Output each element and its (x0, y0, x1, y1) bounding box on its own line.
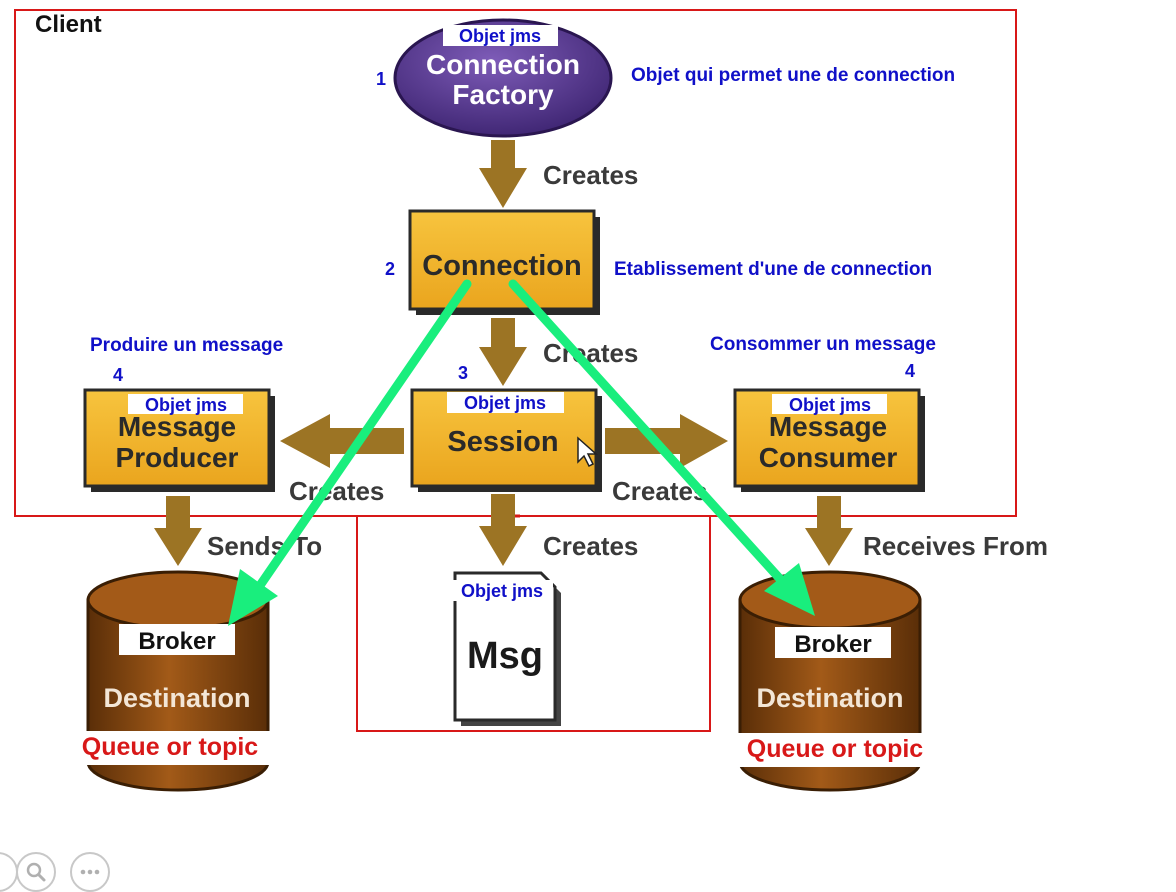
connection-note: Etablissement d'une de connection (614, 259, 932, 280)
message-producer-line1: Message (118, 411, 236, 442)
edge-label-receives-from: Receives From (863, 531, 1048, 561)
message-consumer-tag: Objet jms (789, 395, 871, 415)
message-producer-number: 4 (113, 365, 123, 385)
more-button[interactable] (70, 852, 110, 892)
back-icon: ‹ (0, 863, 1, 882)
message-consumer-note: Consommer un message (710, 334, 936, 355)
cursor-icon (577, 436, 598, 468)
message-producer-node: Objet jms Message Producer (83, 388, 275, 492)
session-node: Objet jms Session (410, 388, 602, 492)
right-broker-label: Broker (794, 631, 871, 658)
msg-tag: Objet jms (461, 581, 543, 601)
session-number: 3 (458, 363, 468, 383)
green-arrow-right (508, 279, 795, 595)
edge-label-factory-connection: Creates (543, 160, 638, 190)
connection-factory-note: Objet qui permet une de connection (631, 65, 955, 86)
connection-factory-line1: Connection (426, 49, 580, 80)
connection-factory-number: 1 (376, 69, 386, 89)
edge-labels: Creates Creates Creates Creates Creates … (207, 160, 1048, 561)
session-tag: Objet jms (464, 393, 546, 413)
green-arrow-left (245, 279, 472, 605)
left-destination-label: Destination (103, 683, 250, 713)
right-destination-label: Destination (756, 683, 903, 713)
message-consumer-line2: Consumer (759, 442, 898, 473)
msg-node: Objet jms Msg (451, 571, 561, 726)
session-label: Session (447, 426, 558, 458)
edge-label-sends-to: Sends To (207, 531, 322, 561)
arrow-connection-session (479, 318, 527, 386)
arrow-session-msg (479, 494, 527, 566)
connection-factory-tag: Objet jms (459, 26, 541, 46)
connection-factory-line2: Factory (452, 79, 554, 110)
connection-node: Connection (408, 209, 600, 315)
arrow-session-producer (280, 414, 404, 468)
message-consumer-line1: Message (769, 411, 887, 442)
message-consumer-node: Objet jms Message Consumer (733, 388, 925, 492)
edge-label-session-msg: Creates (543, 531, 638, 561)
edge-label-connection-session: Creates (543, 338, 638, 368)
message-producer-tag: Objet jms (145, 395, 227, 415)
left-destination-node: Broker Destination Queue or topic (74, 570, 274, 792)
right-destination-node: Broker Destination Queue or topic (734, 570, 934, 792)
search-icon (26, 862, 46, 882)
left-broker-label: Broker (138, 628, 215, 655)
zoom-button[interactable] (16, 852, 56, 892)
connection-label: Connection (422, 250, 582, 282)
message-consumer-number: 4 (905, 361, 915, 381)
right-destination-type: Queue or topic (747, 735, 924, 763)
message-producer-line2: Producer (116, 442, 239, 473)
arrow-factory-connection (479, 140, 527, 208)
message-flow-region (356, 516, 711, 732)
brown-arrows (154, 140, 853, 566)
arrow-producer-destination (154, 496, 202, 566)
msg-label: Msg (467, 635, 543, 677)
connection-factory-node: Objet jms Connection Factory (393, 18, 613, 138)
green-arrows (228, 279, 815, 626)
connection-number: 2 (385, 259, 395, 279)
left-destination-type: Queue or topic (82, 733, 259, 761)
arrow-session-consumer (605, 414, 728, 468)
client-label: Client (35, 11, 102, 38)
message-producer-note: Produire un message (90, 335, 283, 356)
arrow-consumer-destination (805, 496, 853, 566)
more-icon (80, 869, 100, 875)
